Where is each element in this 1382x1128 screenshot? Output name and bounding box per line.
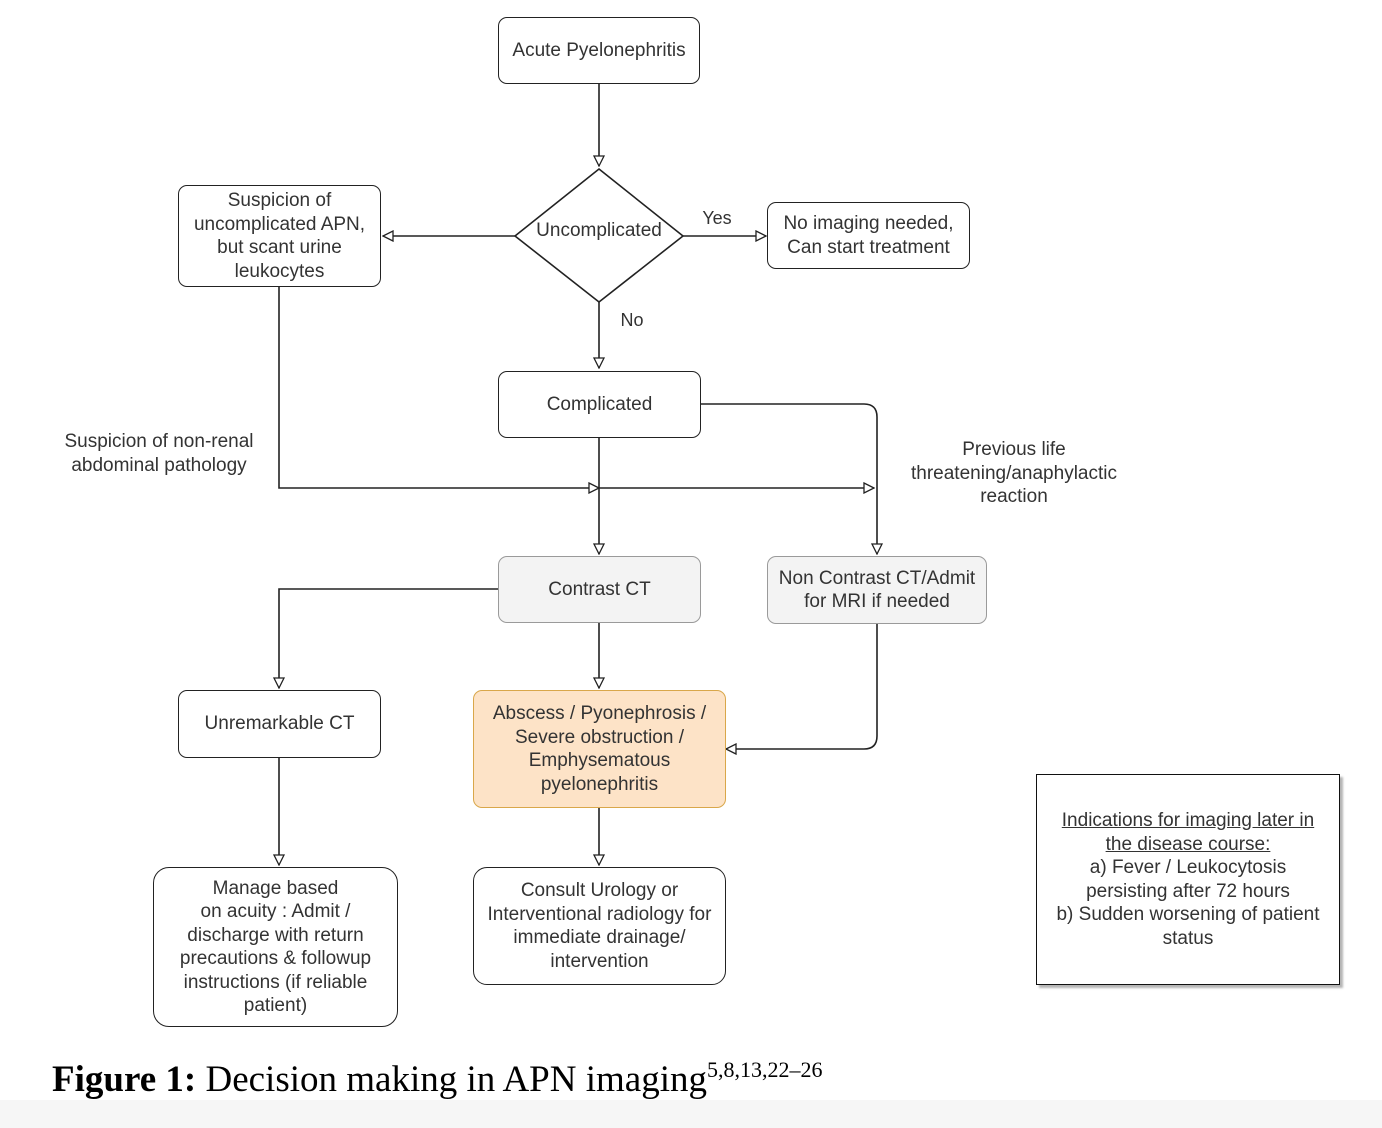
indications-item-a: a) Fever / Leukocytosis persisting after… [1086, 857, 1290, 902]
figure-caption-label: Figure 1: [52, 1059, 197, 1100]
edge-anaphylactic [701, 403, 877, 554]
node-suspicion-uncomplicated-apn: Suspicion of uncomplicated APN, but scan… [178, 185, 381, 287]
node-manage-based-on-acuity: Manage based on acuity : Admit / dischar… [153, 867, 398, 1027]
page-footer-band [0, 1100, 1382, 1128]
edge-label-yes: Yes [702, 208, 732, 228]
node-uncomplicated: Uncomplicated [536, 220, 662, 241]
node-non-contrast-ct: Non Contrast CT/Admit for MRI if needed [767, 556, 987, 624]
edge-non-renal-path [278, 287, 599, 488]
node-no-imaging-needed: No imaging needed, Can start treatment [767, 202, 970, 269]
edge-label-non-renal-pathology: Suspicion of non-renal abdominal patholo… [64, 431, 254, 476]
node-contrast-ct: Contrast CT [498, 556, 701, 623]
edge-contrast-to-unremarkable [279, 588, 498, 688]
edge-label-anaphylactic-reaction: Previous life threatening/anaphylactic r… [911, 439, 1117, 507]
edge-label-no: No [620, 310, 644, 330]
node-complicated: Complicated [498, 371, 701, 438]
figure-caption: Figure 1: Decision making in APN imaging… [52, 1058, 823, 1101]
figure-caption-references: 5,8,13,22–26 [707, 1057, 823, 1082]
figure-caption-text: Decision making in APN imaging [196, 1059, 707, 1100]
edge-noncontrast-to-abscess [726, 624, 878, 749]
uncomplicated-diamond [513, 167, 685, 304]
node-consult-urology: Consult Urology or Interventional radiol… [473, 867, 726, 985]
node-abscess-pyonephrosis: Abscess / Pyonephrosis / Severe obstruct… [473, 690, 726, 808]
indications-title: Indications for imaging later in the dis… [1061, 810, 1315, 855]
node-acute-pyelonephritis: Acute Pyelonephritis [498, 17, 700, 84]
indications-item-b: b) Sudden worsening of patient status [1056, 904, 1320, 949]
indications-note: Indications for imaging later in the dis… [1036, 774, 1340, 985]
node-unremarkable-ct: Unremarkable CT [178, 690, 381, 758]
